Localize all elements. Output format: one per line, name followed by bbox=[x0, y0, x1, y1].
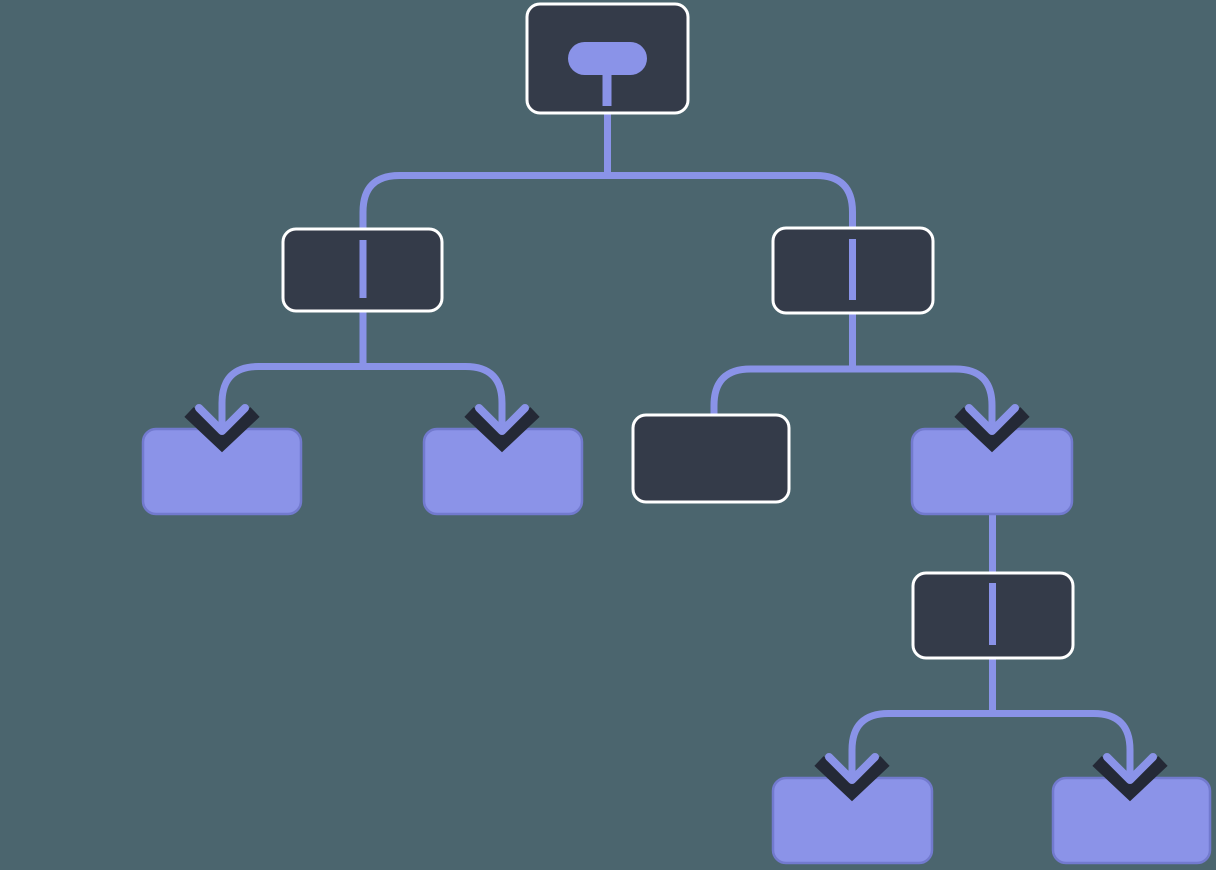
arrow-chevron-shadow bbox=[464, 407, 540, 453]
edge-left-rail bbox=[218, 363, 506, 427]
arrow-chevron-shadow bbox=[184, 407, 260, 453]
edge-bottom-rail bbox=[848, 710, 1134, 776]
arrow-chevron-head bbox=[825, 753, 879, 784]
pill-icon bbox=[568, 42, 647, 75]
plain-dark-node[interactable] bbox=[631, 413, 791, 504]
arrow-chevron-shadow bbox=[814, 756, 890, 802]
edge-right-rail bbox=[710, 365, 996, 427]
arrow-chevron-head bbox=[1103, 753, 1157, 784]
arrow-down-icon bbox=[464, 404, 540, 453]
arrow-chevron-shadow bbox=[954, 407, 1030, 453]
edge-level2-rail bbox=[359, 172, 856, 230]
pill-stem bbox=[602, 72, 612, 106]
arrow-down-icon bbox=[814, 753, 890, 802]
arrow-down-icon bbox=[954, 404, 1030, 453]
arrow-chevron-head bbox=[475, 404, 529, 435]
arrow-chevron-shadow bbox=[1092, 756, 1168, 802]
arrow-chevron-head bbox=[195, 404, 249, 435]
arrow-down-icon bbox=[184, 404, 260, 453]
arrow-down-icon bbox=[1092, 753, 1168, 802]
arrow-chevron-head bbox=[965, 404, 1019, 435]
